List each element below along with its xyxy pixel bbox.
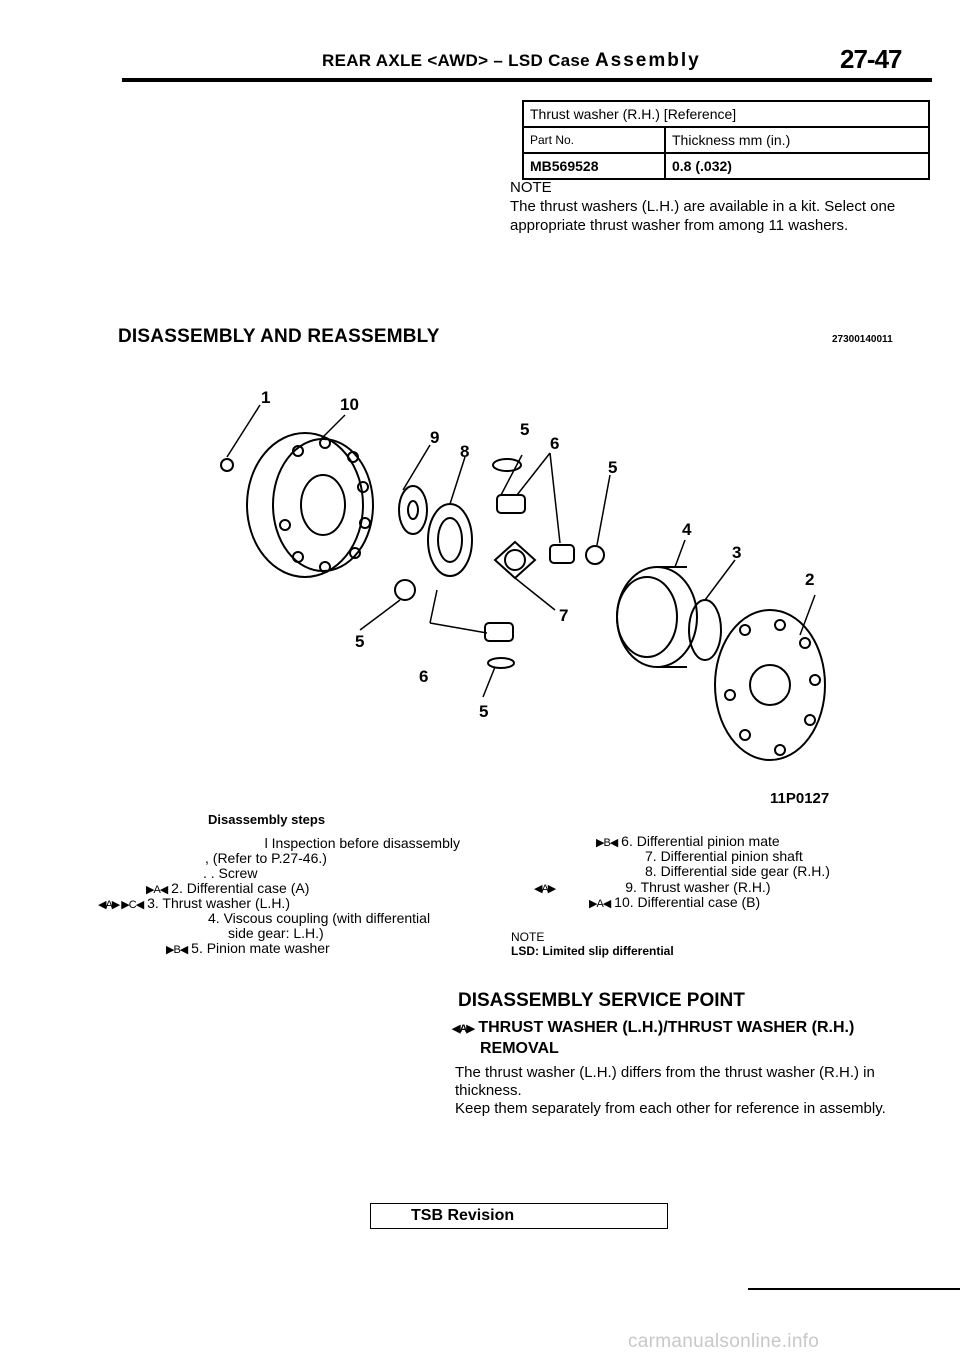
step-right-1: ▶B◀ 6. Differential pinion mate [596,833,780,850]
step-right-5: ▶A◀ 10. Differential case (B) [589,894,761,911]
thrust-washer-table: Thrust washer (R.H.) [Reference] Part No… [522,100,930,180]
note-label: NOTE [510,179,552,196]
step-right-4: ◀A▶9. Thrust washer (R.H.) [534,879,771,896]
table-cell-thickness: 0.8 (.032) [664,152,930,180]
step-left-7: side gear: L.H.) [228,925,324,941]
service-marker: ◀A▶ [452,1023,475,1035]
step-left-6: 4. Viscous coupling (with differential [208,910,431,926]
table-header-part-no: Part No. [522,126,666,154]
callout-9: 9 [430,428,439,447]
step-right-3: 8. Differential side gear (R.H.) [645,863,830,879]
step-left-8: ▶B◀ 5. Pinion mate washer [166,940,330,957]
callout-5: 5 [608,458,617,477]
callout-5: 5 [520,420,529,439]
note-lsd: NOTE LSD: Limited slip differential [511,930,674,958]
callout-6: 6 [419,667,428,686]
exploded-view-diagram: 1 10 9 8 5 6 5 4 3 2 7 5 6 5 [220,388,826,761]
thrust-washer-rh-part [398,485,428,535]
watermark: carmanualsonline.info [628,1331,820,1352]
viscous-coupling-part [616,566,698,668]
figure-code: 11P0127 [770,790,830,807]
callout-5: 5 [355,632,364,651]
header-rule [122,78,932,82]
page-title-prefix: REAR AXLE <AWD> – LSD Case [322,51,590,70]
step-left-1: l Inspection before disassembly [264,835,460,851]
differential-case-b-part [714,609,826,761]
page-number: 27-47 [840,44,902,74]
note-lsd-text: LSD: Limited slip differential [511,944,674,958]
step-left-5: ◀A▶ ▶C◀ 3. Thrust washer (L.H.) [98,895,290,912]
note-lsd-label: NOTE [511,930,545,944]
callout-10: 10 [340,395,359,414]
note-text: The thrust washers (L.H.) are available … [510,198,896,234]
footer-rule [748,1288,960,1290]
callout-6: 6 [550,434,559,453]
body-paragraph-2: Keep them separately from each other for… [455,1100,886,1117]
thrust-washer-lh-part [688,599,722,661]
note-kit: NOTE The thrust washers (L.H.) are avail… [510,178,930,235]
pinion-shaft-part [493,540,537,580]
step-left-4: ▶A◀ 2. Differential case (A) [146,880,310,897]
section-heading-service-point: DISASSEMBLY SERVICE POINT [458,990,745,1011]
step-left-2: , (Refer to P.27-46.) [205,850,327,866]
callout-2: 2 [805,570,814,589]
service-point-subtitle: ◀A▶ THRUST WASHER (L.H.)/THRUST WASHER (… [452,1019,855,1057]
side-gear-rh-part [427,503,473,577]
callout-4: 4 [682,520,692,539]
section-heading-disassembly: DISASSEMBLY AND REASSEMBLY [118,326,440,347]
step-right-2: 7. Differential pinion shaft [645,848,803,864]
table-cell-part-no: MB569528 [522,152,666,180]
section-code: 27300140011 [832,334,893,345]
pinion-mate-part [496,494,526,514]
step-left-3: . . Screw [203,865,258,881]
callout-5: 5 [479,702,488,721]
page-title-suffix: Assembly [594,50,701,71]
tsb-revision-box: TSB Revision [370,1203,668,1229]
page-title: REAR AXLE <AWD> – LSD Case Assembly [322,50,701,72]
body-paragraph-1: The thrust washer (L.H.) differs from th… [455,1064,875,1099]
table-header-thickness: Thickness mm (in.) [664,126,930,154]
service-point-body: The thrust washer (L.H.) differs from th… [455,1064,925,1118]
callout-1: 1 [261,388,270,407]
callout-7: 7 [559,606,568,625]
table-caption: Thrust washer (R.H.) [Reference] [522,100,930,128]
screw-part [220,458,234,472]
steps-heading: Disassembly steps [208,812,326,827]
differential-case-a-part [246,432,364,578]
callout-8: 8 [460,442,469,461]
callout-3: 3 [732,543,741,562]
